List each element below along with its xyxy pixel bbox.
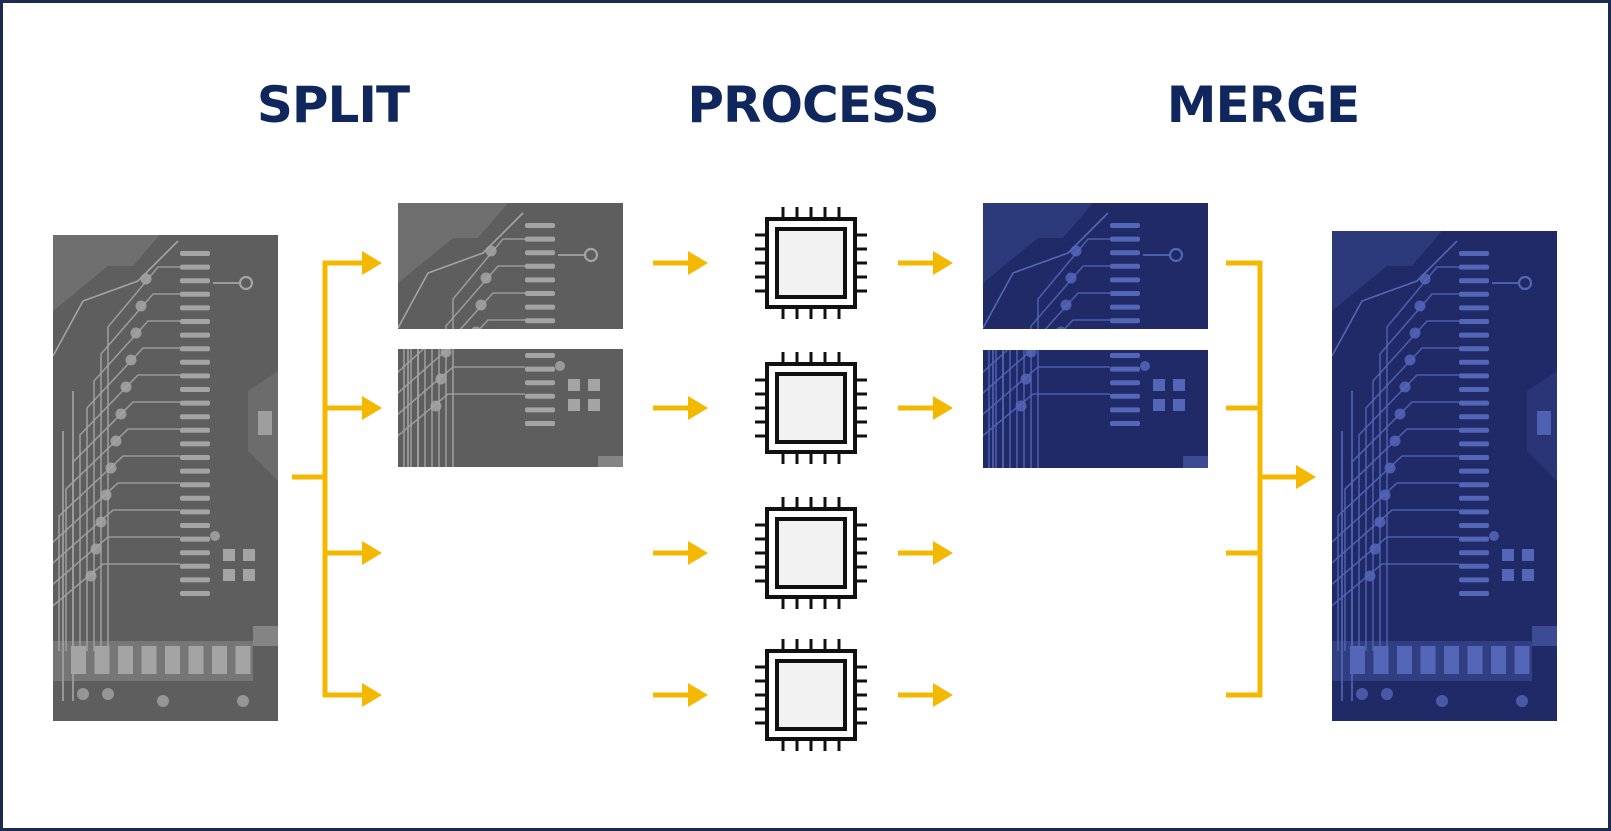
to-processor-arrow-2 [653,396,708,420]
from-processor-arrow-1 [898,251,953,275]
from-processor-arrow-4 [898,683,953,707]
split-chunk-1 [398,203,623,329]
cpu-chip-icon [755,352,867,464]
cpu-chip-icon [755,497,867,609]
processed-chunk-1 [983,203,1208,329]
merge-arrow [1258,465,1316,489]
processed-chunk-2 [983,350,1208,468]
split-arrow-3 [323,541,382,565]
process-heading: PROCESS [687,76,939,134]
cpu-chip-icon [755,207,867,319]
split-bracket [292,261,328,697]
merged-board-image [1332,231,1557,721]
original-board-image [53,235,278,721]
merge-heading: MERGE [1166,76,1361,134]
to-processor-arrow-3 [653,541,708,565]
to-processor-arrow-1 [653,251,708,275]
from-processor-arrow-2 [898,396,953,420]
split-heading: SPLIT [256,76,410,134]
split-arrow-4 [323,683,382,707]
split-arrow-2 [323,396,382,420]
merge-bracket [1226,260,1263,698]
to-processor-arrow-4 [653,683,708,707]
split-arrow-1 [323,251,382,275]
split-chunk-2 [398,349,623,467]
from-processor-arrow-3 [898,541,953,565]
cpu-chip-icon [755,639,867,751]
